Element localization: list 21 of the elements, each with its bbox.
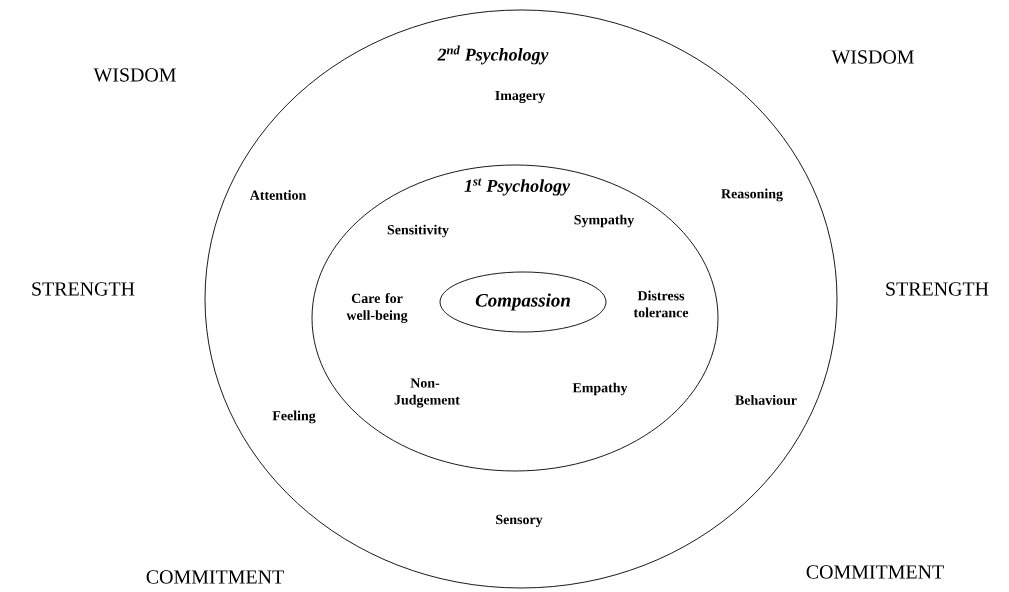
region-label: COMMITMENT bbox=[806, 565, 944, 579]
heading: 1$^{st}$ Psychology bbox=[464, 178, 571, 196]
component-label: Sensitivity bbox=[387, 224, 449, 238]
region-label: WISDOM bbox=[93, 68, 176, 82]
region-label: STRENGTH bbox=[32, 282, 135, 296]
heading: Compassion bbox=[475, 293, 570, 311]
component-label: Sympathy bbox=[574, 214, 635, 228]
component-label: Non-Judgement bbox=[394, 378, 460, 408]
heading: 2$^{nd}$ Psychology bbox=[437, 45, 549, 65]
region-label: STRENGTH bbox=[886, 282, 989, 296]
component-label: Behaviour bbox=[735, 395, 797, 405]
component-label: Empathy bbox=[572, 382, 628, 396]
component-label: Attention bbox=[249, 190, 307, 200]
component-label: Sensory bbox=[496, 514, 543, 528]
component-label: Feeling bbox=[272, 410, 316, 424]
region-label: WISDOM bbox=[831, 50, 914, 64]
region-label: COMMITMENT bbox=[146, 570, 284, 584]
component-label: Distress tolerance bbox=[633, 290, 689, 318]
component-label: Reasoning bbox=[721, 188, 783, 202]
component-label: Care for well-being bbox=[346, 293, 408, 323]
component-label: Imagery bbox=[495, 90, 546, 104]
